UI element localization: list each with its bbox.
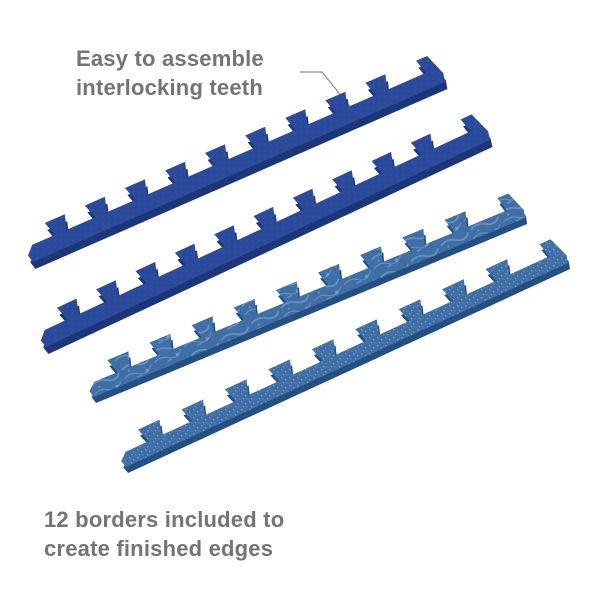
caption-top-line-2: interlocking teeth <box>76 75 263 100</box>
caption-interlocking-teeth: Easy to assemble interlocking teeth <box>76 44 264 102</box>
border-strip-texture <box>40 114 491 348</box>
border-strips <box>28 56 571 473</box>
border-strip-texture <box>89 193 525 397</box>
border-strip-1 <box>28 56 448 269</box>
caption-borders-included: 12 borders included to create finished e… <box>44 505 284 563</box>
border-strip-2 <box>40 114 493 355</box>
caption-bottom-line-1: 12 borders included to <box>44 507 285 532</box>
border-strip-3 <box>89 193 528 403</box>
caption-bottom-line-2: create finished edges <box>44 536 274 561</box>
border-strip-texture <box>28 56 445 262</box>
border-strip-4 <box>121 239 571 473</box>
border-strip-texture <box>121 239 569 467</box>
caption-top-line-1: Easy to assemble <box>76 46 264 71</box>
